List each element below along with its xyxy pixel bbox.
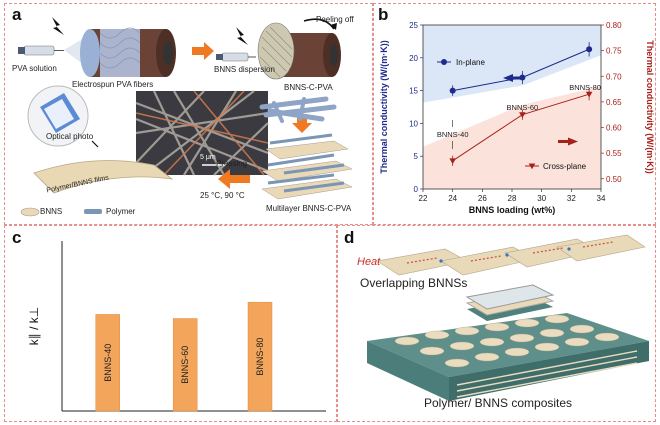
- in-plane-point: [586, 46, 593, 53]
- panel-a-schematic: [18, 17, 353, 217]
- syringe-icon: [18, 45, 64, 56]
- annotation-bnns-40: BNNS-40: [437, 130, 469, 139]
- label-multilayer: Multilayer BNNS-C-PVA: [266, 204, 352, 213]
- y-left-tick-label: 15: [409, 87, 418, 96]
- label-peeling-off: Peeling off: [316, 15, 354, 24]
- bar-label: BNNS-80: [255, 338, 265, 376]
- lightning-icon: [52, 17, 64, 35]
- cross-plane-point: [519, 112, 526, 118]
- panel-d-frame: [337, 225, 656, 422]
- in-plane-point: [449, 87, 456, 94]
- x-axis-label: BNNS loading (wt%): [469, 205, 556, 215]
- rotation-arrow: [303, 18, 335, 30]
- legend-cross-plane-label: Cross-plane: [543, 162, 587, 171]
- y-axis-label: k∥ / k⊥: [27, 307, 41, 345]
- x-tick-label: 32: [567, 194, 576, 203]
- composite-block: [367, 313, 649, 401]
- lifted-stack: [465, 284, 555, 321]
- multilayer-stack: [261, 133, 353, 200]
- process-arrow-left: [218, 169, 250, 189]
- in-plane-shade: [423, 25, 601, 103]
- label-bnns-dispersion: BNNS dispersion: [214, 65, 275, 74]
- y-right-tick-label: 0.55: [606, 149, 622, 158]
- collector-drum-2: [257, 22, 341, 80]
- polymer-bnns-film: [33, 160, 174, 194]
- y-left-tick-label: 5: [414, 152, 419, 161]
- bar-label: BNNS-60: [180, 346, 190, 384]
- bar-bnns-80: [247, 301, 273, 412]
- legend-in-plane-marker: [441, 59, 447, 65]
- x-tick-label: 30: [537, 194, 546, 203]
- process-arrow-1: [192, 42, 214, 60]
- cross-plane-point: [449, 158, 456, 165]
- process-arrow-down: [292, 115, 312, 133]
- legend-cross-plane-marker: [528, 163, 536, 170]
- legend-polymer-swatch: [84, 209, 102, 214]
- label-pressing: Pressing: [216, 159, 248, 168]
- panel-d-label: d: [344, 228, 355, 247]
- y-right-tick-label: 0.75: [606, 47, 622, 56]
- panel-d-illustration: [367, 234, 649, 401]
- legend-bnns-label: BNNS: [40, 207, 63, 216]
- annotation-bnns-60: BNNS-60: [507, 103, 539, 112]
- y-left-tick-label: 10: [409, 119, 418, 128]
- cross-plane-axis-arrow: [558, 137, 578, 146]
- sem-image: [135, 90, 269, 176]
- panel-c-chart: k∥ / k⊥ BNNS-40 BNNS-60 BNNS-80: [27, 241, 326, 412]
- x-tick-label: 34: [597, 194, 606, 203]
- x-tick-label: 22: [419, 194, 428, 203]
- panel-b-frame: [373, 3, 656, 225]
- panel-b-label: b: [378, 5, 389, 24]
- panel-a-label: a: [12, 5, 22, 24]
- y-right-tick-label: 0.80: [606, 21, 622, 30]
- bar-bnns-60: [172, 318, 198, 412]
- annotation-bnns-80: BNNS-80: [569, 83, 601, 92]
- panel-b-chart: 22 24 26 28 30 32 34 0 5 10 15 20 25 0.50 0.55 0.60 0.65…: [379, 21, 655, 215]
- cross-plane-point: [585, 91, 593, 98]
- y-right-tick-label: 0.65: [606, 98, 622, 107]
- in-plane-axis-arrow: [503, 74, 523, 82]
- label-electrospun: Electrospun PVA fibers: [72, 80, 154, 89]
- x-tick-label: 24: [448, 194, 457, 203]
- cross-plane-shade: [423, 86, 601, 189]
- syringe-icon-2: [216, 52, 256, 62]
- bar-label: BNNS-40: [103, 344, 113, 382]
- x-tick-label: 28: [508, 194, 517, 203]
- optical-photo: [27, 85, 89, 147]
- collector-drum-1: [80, 27, 176, 77]
- label-overlapping-bnnss: Overlapping BNNSs: [360, 276, 468, 290]
- panel-c-frame: [4, 225, 337, 422]
- legend-polymer-label: Polymer: [106, 207, 136, 216]
- y-right-tick-label: 0.50: [606, 175, 622, 184]
- label-scale-bar: 5 μm: [200, 154, 216, 161]
- legend-bnns-swatch: [20, 207, 40, 217]
- y-left-tick-label: 20: [409, 54, 418, 63]
- panel-c-label: c: [12, 228, 22, 247]
- panel-a-frame: [4, 3, 373, 225]
- y-right-tick-label: 0.60: [606, 124, 622, 133]
- legend-in-plane-label: In-plane: [456, 58, 485, 67]
- bnns-c-pva-fibers: [259, 96, 337, 123]
- label-pva-solution: PVA solution: [12, 64, 57, 73]
- label-bnns-c-pva: BNNS-C-PVA: [284, 83, 333, 92]
- label-composites: Polymer/ BNNS composites: [424, 396, 573, 410]
- x-tick-label: 26: [478, 194, 487, 203]
- label-optical-photo: Optical photo: [46, 132, 94, 141]
- bar-bnns-40: [95, 314, 121, 412]
- lightning-icon-2: [236, 27, 248, 45]
- label-conditions: 25 °C, 90 °C: [200, 191, 245, 200]
- y-left-axis-label: Thermal conductivity (W/(m·K)): [379, 40, 389, 174]
- overlapping-bnns-sheets: [376, 234, 646, 276]
- y-right-axis-label: Thermal conductivity (W/(m·K)): [645, 40, 655, 174]
- label-heat: Heat: [357, 256, 381, 268]
- y-left-tick-label: 0: [414, 185, 419, 194]
- y-left-tick-label: 25: [409, 21, 418, 30]
- y-right-tick-label: 0.70: [606, 72, 622, 81]
